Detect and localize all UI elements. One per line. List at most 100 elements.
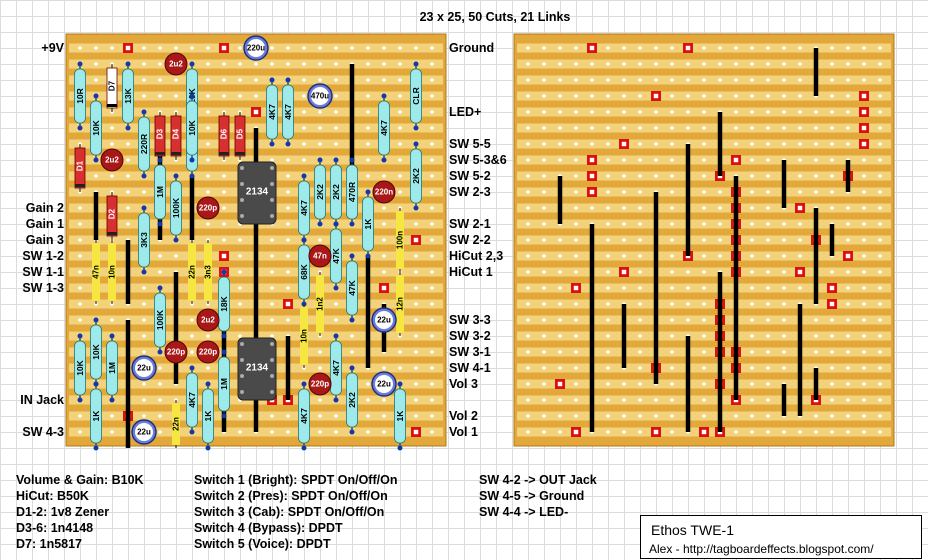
right-board-hole — [702, 366, 706, 370]
electro-cap-top — [135, 359, 153, 377]
film-cap-body — [108, 243, 116, 301]
right-board-hole — [558, 142, 562, 146]
left-board-hole — [190, 46, 194, 50]
strip-cut-center — [573, 429, 579, 435]
right-board-hole — [574, 174, 578, 178]
right-board-hole — [862, 302, 866, 306]
diode-body — [106, 195, 118, 237]
right-board-hole — [558, 286, 562, 290]
right-board-hole — [622, 190, 626, 194]
electro-cap-top — [135, 423, 153, 441]
right-label: LED+ — [449, 105, 482, 119]
right-board-hole — [862, 222, 866, 226]
right-board-hole — [702, 254, 706, 258]
right-board-hole — [590, 126, 594, 130]
right-board-hole — [782, 94, 786, 98]
right-board-hole — [654, 158, 658, 162]
right-board-hole — [750, 398, 754, 402]
left-board-hole — [286, 238, 290, 242]
resistor-pad — [93, 93, 99, 99]
resistor-label: 3K3 — [139, 232, 149, 248]
strip-cut-center — [829, 285, 835, 291]
right-label: Vol 3 — [449, 377, 478, 391]
resistor-pad — [349, 365, 355, 371]
right-board-hole — [830, 318, 834, 322]
left-board-hole — [110, 142, 114, 146]
right-board-hole — [622, 382, 626, 386]
resistor-label: 10K — [75, 359, 85, 375]
left-label: SW 1-3 — [22, 281, 64, 295]
right-board-hole — [590, 94, 594, 98]
right-board-hole — [574, 414, 578, 418]
resistor-body — [394, 388, 406, 444]
left-board-hole — [110, 318, 114, 322]
left-board-hole — [222, 94, 226, 98]
right-board-hole — [670, 382, 674, 386]
left-board-hole — [190, 350, 194, 354]
right-board-hole — [782, 126, 786, 130]
electro-cap-top — [375, 311, 393, 329]
ceramic-cap-label: 220p — [167, 348, 185, 357]
right-board-hole — [558, 110, 562, 114]
left-board-hole — [414, 382, 418, 386]
right-board-hole — [558, 238, 562, 242]
resistor-pad — [413, 141, 419, 147]
resistor-pad — [301, 173, 307, 179]
left-board-hole — [430, 62, 434, 66]
left-board-hole — [142, 190, 146, 194]
right-board-hole — [622, 254, 626, 258]
right-board-hole — [750, 46, 754, 50]
resistor-body — [90, 388, 102, 444]
strip-cut-center — [285, 301, 291, 307]
right-board-hole — [702, 222, 706, 226]
ceramic-cap-label: 220p — [199, 348, 217, 357]
right-board-hole — [702, 286, 706, 290]
left-board-hole — [334, 46, 338, 50]
diode-band — [75, 184, 85, 187]
right-board-hole — [606, 222, 610, 226]
right-board-hole — [830, 174, 834, 178]
right-board-hole — [878, 94, 882, 98]
right-board-hole — [606, 190, 610, 194]
right-board-hole — [702, 414, 706, 418]
ceramic-cap-body — [100, 148, 124, 172]
right-board-hole — [622, 286, 626, 290]
right-board-hole — [862, 382, 866, 386]
ceramic-cap-label: 2u2 — [169, 60, 183, 69]
resistor-pad — [77, 61, 83, 67]
right-board-hole — [862, 318, 866, 322]
film-cap-body — [396, 275, 404, 333]
left-board-hole — [126, 158, 130, 162]
right-board-hole — [574, 62, 578, 66]
right-board-hole — [558, 254, 562, 258]
right-board-hole — [766, 414, 770, 418]
note-line: Switch 2 (Pres): SPDT On/Off/On — [194, 489, 388, 503]
left-board-hole — [110, 414, 114, 418]
right-board-hole — [670, 142, 674, 146]
right-board-hole — [686, 94, 690, 98]
left-board-hole — [430, 302, 434, 306]
left-board-hole — [78, 46, 82, 50]
left-board-hole — [318, 398, 322, 402]
resistor-label: 2K2 — [315, 184, 325, 200]
resistor-label: 470R — [347, 182, 357, 202]
right-board-hole — [622, 430, 626, 434]
strip-cut-center — [653, 429, 659, 435]
resistor-pad — [413, 125, 419, 131]
diode-body — [106, 67, 118, 109]
left-board-hole — [270, 158, 274, 162]
right-board-hole — [574, 94, 578, 98]
right-board-hole — [750, 222, 754, 226]
right-board-hole — [686, 126, 690, 130]
resistor-pad — [349, 221, 355, 227]
resistor-body — [282, 84, 294, 140]
right-label: SW 3-3 — [449, 313, 491, 327]
left-board-hole — [430, 366, 434, 370]
left-board-hole — [302, 78, 306, 82]
right-board-hole — [542, 286, 546, 290]
left-board-hole — [238, 270, 242, 274]
right-board-hole — [830, 46, 834, 50]
right-board-hole — [830, 414, 834, 418]
right-board-hole — [798, 238, 802, 242]
